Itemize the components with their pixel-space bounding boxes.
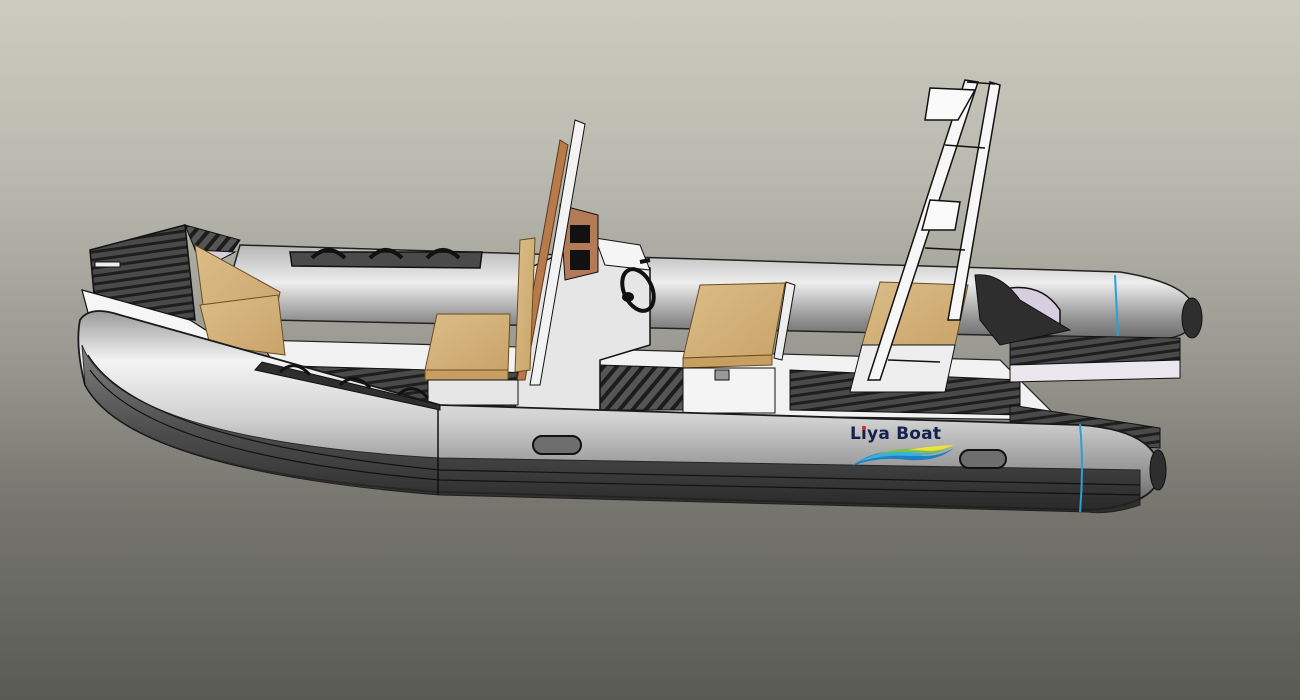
tube-handle [532, 435, 582, 455]
tube-handle [959, 449, 1007, 469]
tow-arch [866, 79, 1001, 381]
near-tube [77, 310, 1167, 514]
steering-wheel-icon [620, 258, 656, 313]
brand-logo-text: Liya Boat [850, 424, 942, 444]
wave-icon [852, 445, 954, 466]
brand-logo: Liya Boat [848, 424, 958, 470]
far-tube-handle-strip [289, 248, 483, 269]
brand-logo-dot [862, 426, 866, 430]
console-seat [682, 281, 796, 414]
bow-seat [424, 237, 536, 406]
